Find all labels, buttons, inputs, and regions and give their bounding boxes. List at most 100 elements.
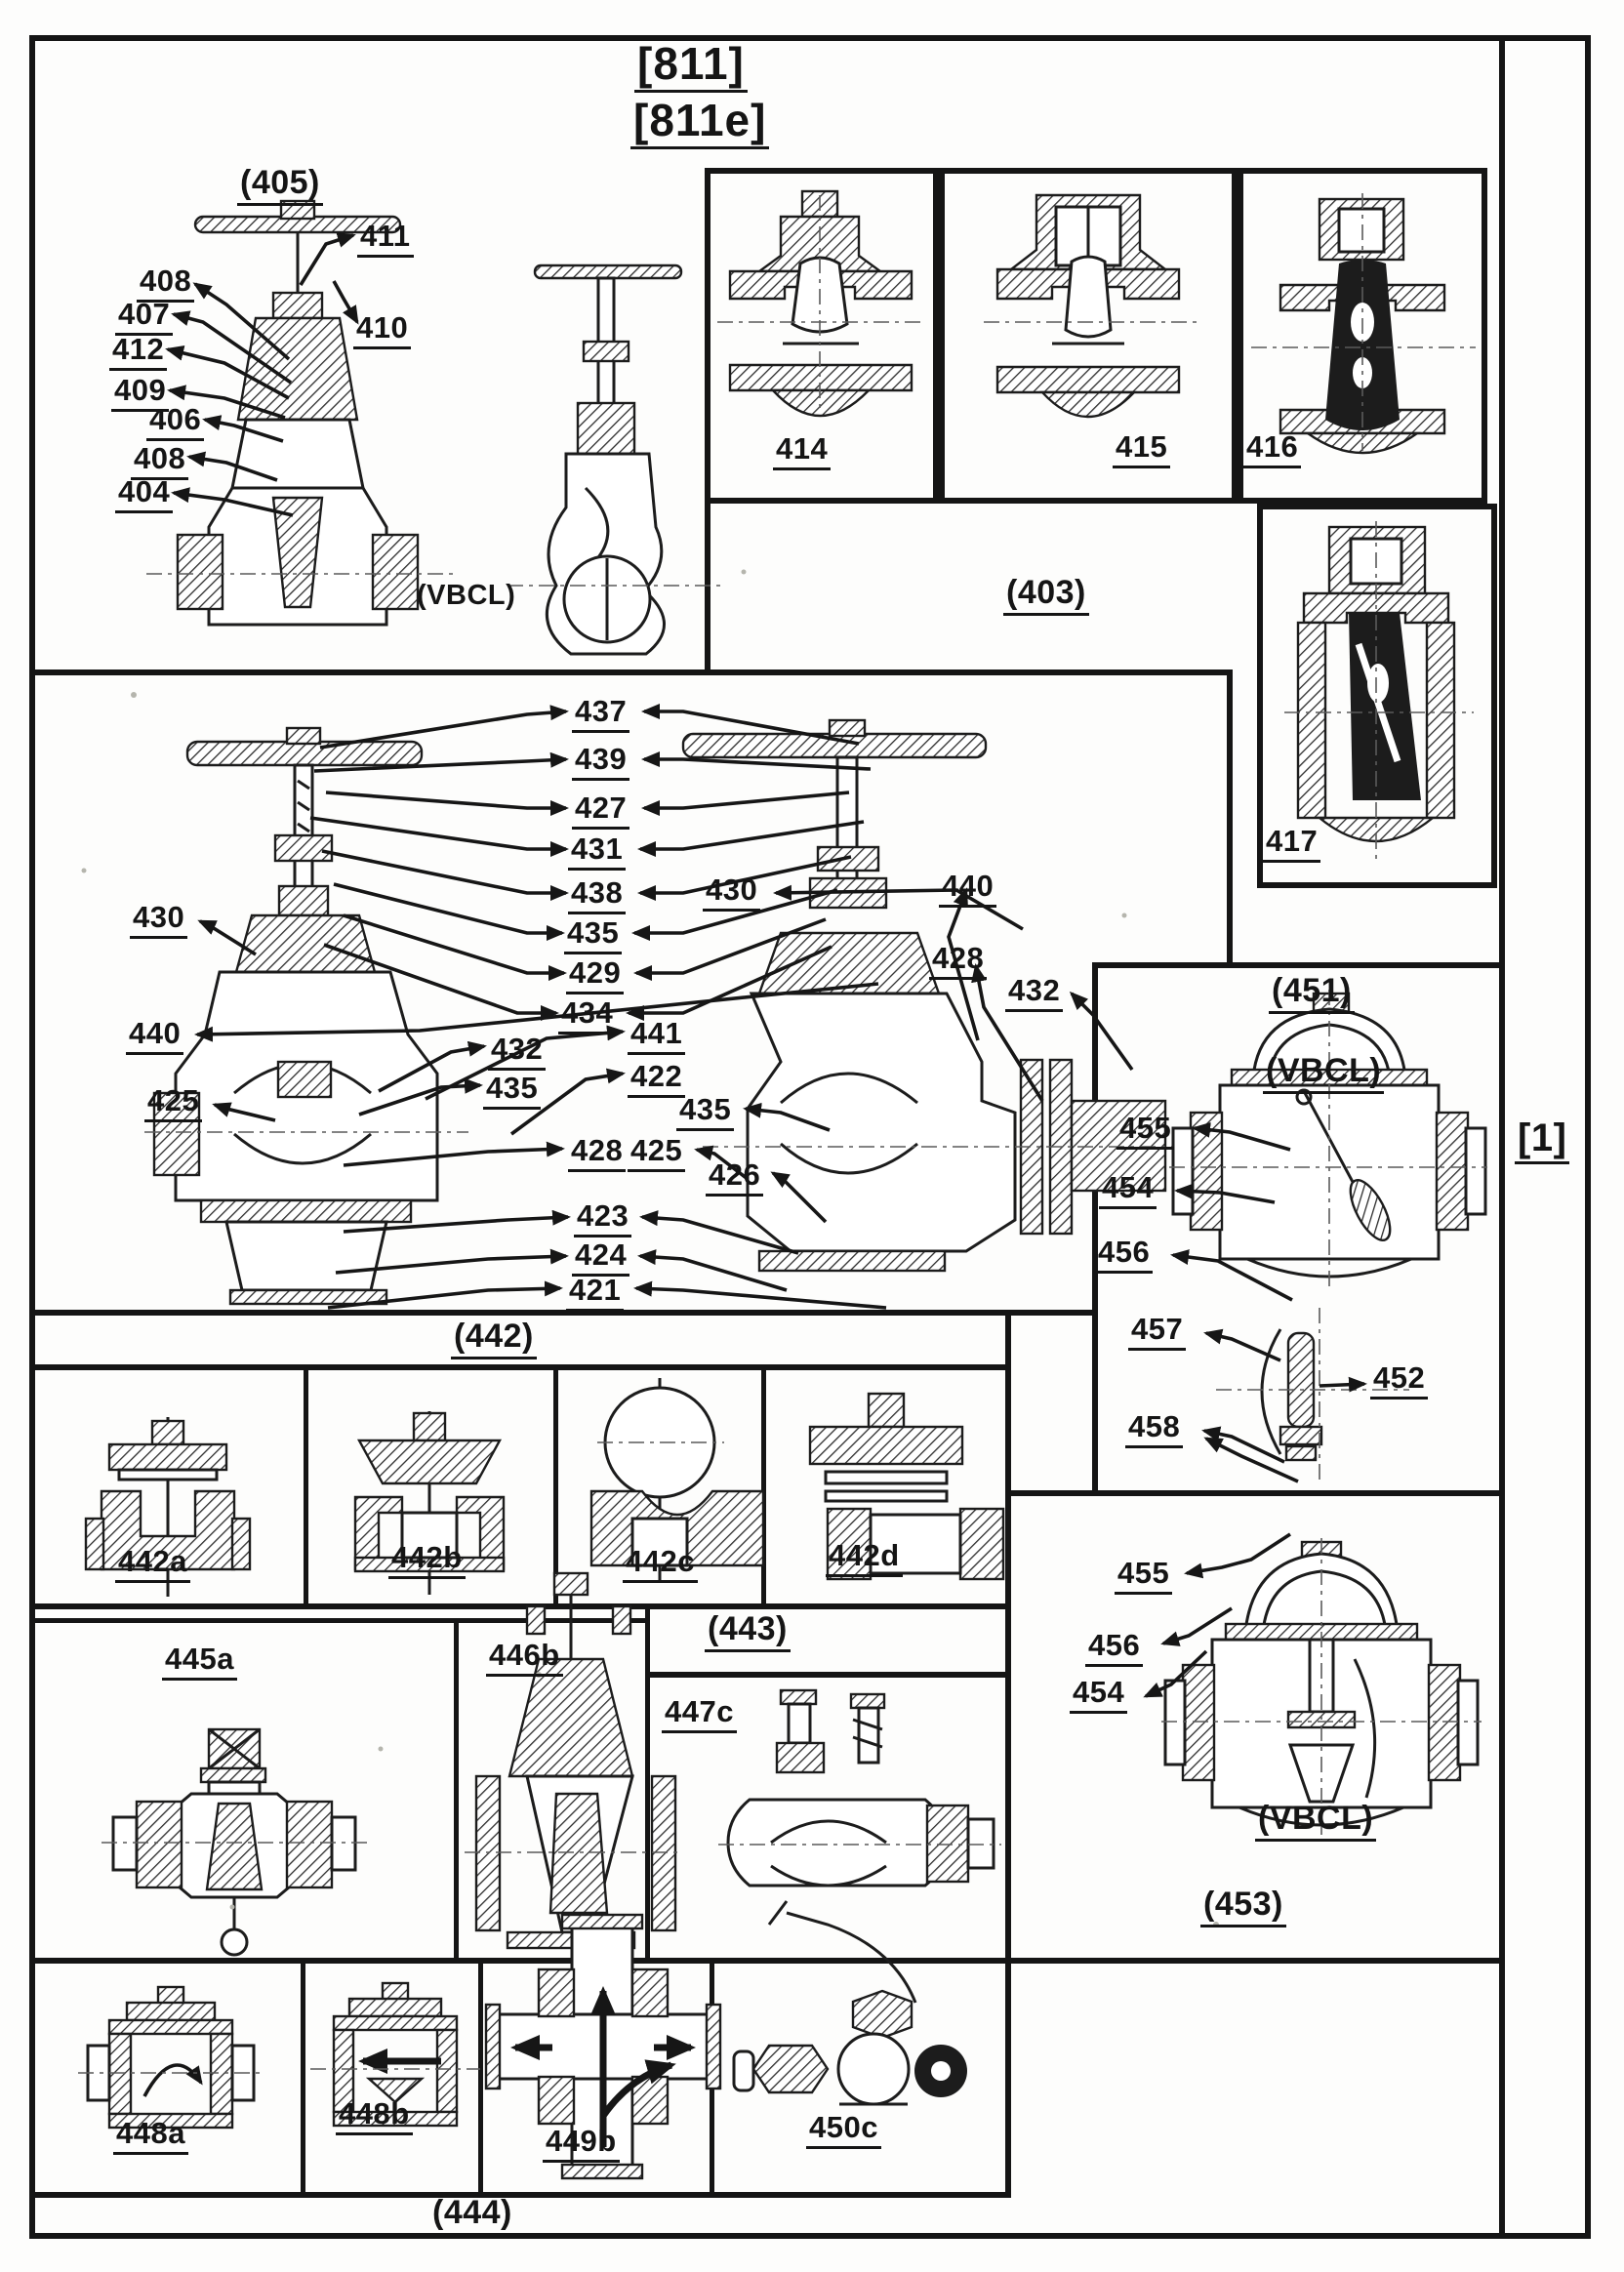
right-column-divider [1499,35,1505,2239]
part-callout-447c: 447c [662,1696,737,1733]
page-outer-border [29,35,1591,2239]
part-callout-458: 458 [1125,1411,1184,1448]
part-callout-410: 410 [353,312,412,349]
part-callout-416: 416 [1243,431,1302,468]
section-title-444: (444) [429,2196,515,2236]
part-callout-455-453: 455 [1115,1558,1173,1595]
part-callout-411: 411 [357,221,414,258]
part-callout-439: 439 [572,744,630,781]
section-title-405: (405) [237,166,323,206]
box-451-top-edge [1092,962,1505,968]
section-444-top-edge [29,1958,1011,1964]
box-453-bottom-edge [1005,1958,1505,1964]
part-callout-428-center: 428 [568,1135,627,1172]
part-callout-435-ladder: 435 [564,917,623,954]
part-callout-412: 412 [109,334,168,371]
part-callout-429: 429 [566,957,625,994]
section-444-label-divider [29,2192,1011,2198]
box-417 [1257,504,1497,888]
part-callout-438: 438 [568,877,627,914]
section-title-443: (443) [705,1612,791,1652]
part-callout-435-center: 435 [676,1094,735,1131]
central-box-right-edge [1227,669,1233,968]
part-callout-448a: 448a [113,2118,188,2155]
divider-448b-449b [478,1964,483,2194]
part-callout-455-451: 455 [1116,1113,1175,1150]
part-callout-454-451: 454 [1099,1172,1157,1209]
divider-442b-442c [553,1370,558,1605]
part-callout-408-upper: 408 [137,265,195,303]
part-callout-427: 427 [572,792,630,830]
box-416 [1238,168,1487,504]
part-callout-440-left: 440 [126,1018,184,1055]
section-title-451: (451) [1269,974,1355,1014]
part-callout-423: 423 [574,1200,632,1237]
part-callout-456-451: 456 [1095,1237,1154,1274]
part-callout-417: 417 [1263,826,1321,863]
part-callout-404: 404 [115,476,174,513]
figure-ref-811: [811] [634,41,748,93]
part-callout-408-lower: 408 [131,443,189,480]
part-callout-409: 409 [111,375,170,412]
part-callout-432-mid: 432 [488,1034,547,1071]
part-callout-442a: 442a [115,1546,190,1583]
section-442-bottom-edge [29,1603,1011,1609]
part-callout-441: 441 [628,1018,686,1055]
part-callout-407: 407 [115,299,174,336]
section-title-442: (442) [451,1319,537,1359]
box-445-446-top-edge [29,1618,645,1623]
part-callout-456-453: 456 [1085,1630,1144,1667]
part-callout-425-left: 425 [144,1085,203,1122]
part-callout-432-right: 432 [1005,975,1064,1012]
part-callout-457: 457 [1128,1314,1187,1351]
part-callout-406: 406 [146,404,205,441]
box-414 [705,168,939,504]
box-451-left-edge [1092,962,1098,1496]
divider-448a-448b [301,1964,305,2194]
divider-445a-446b [454,1618,459,1960]
part-callout-440-right: 440 [939,871,997,908]
box-415 [939,168,1238,504]
section-442-header-divider [29,1364,1011,1370]
part-callout-414: 414 [773,433,832,470]
part-callout-442d: 442d [826,1540,903,1577]
part-callout-422: 422 [628,1061,686,1098]
vbcl-tag-453: (VBCL) [1255,1802,1377,1842]
left-sections-right-edge [1005,1310,1011,2198]
part-callout-424: 424 [572,1239,630,1277]
box-447c-top-edge [645,1672,1011,1678]
part-callout-442b: 442b [388,1542,466,1579]
section-title-403: (403) [1003,576,1089,616]
central-box-top-edge [29,669,1233,675]
part-callout-437: 437 [572,696,630,733]
part-callout-421: 421 [566,1275,625,1312]
part-callout-426: 426 [706,1159,764,1197]
section-title-453: (453) [1200,1887,1286,1927]
figure-ref-811e: [811e] [630,98,770,149]
page-number: [1] [1515,1118,1570,1164]
part-callout-425-center: 425 [628,1135,686,1172]
part-callout-445a: 445a [162,1643,237,1681]
part-callout-428-right: 428 [929,943,988,980]
part-callout-446b: 446b [486,1640,563,1677]
vbcl-tag-451: (VBCL) [1263,1054,1385,1094]
divider-449b-450c [710,1964,714,2194]
box-451-bottom-edge [1005,1490,1505,1496]
part-callout-434: 434 [558,997,617,1035]
part-callout-442c: 442c [623,1546,698,1583]
part-callout-448b: 448b [336,2098,413,2135]
part-callout-449b: 449b [543,2126,620,2163]
vbcl-tag-405: (VBCL) [417,580,516,611]
part-callout-431: 431 [568,833,627,871]
part-callout-454-453: 454 [1070,1677,1128,1714]
part-callout-415: 415 [1113,431,1171,468]
part-callout-452: 452 [1370,1362,1429,1400]
part-callout-430-left: 430 [130,902,188,939]
part-callout-430-right: 430 [703,874,761,912]
part-callout-450c: 450c [806,2112,881,2149]
divider-442c-442d [761,1370,766,1605]
central-box-bottom-edge [29,1310,1098,1316]
box-446b-right-edge [645,1609,650,1960]
part-callout-435-mid: 435 [483,1073,542,1110]
